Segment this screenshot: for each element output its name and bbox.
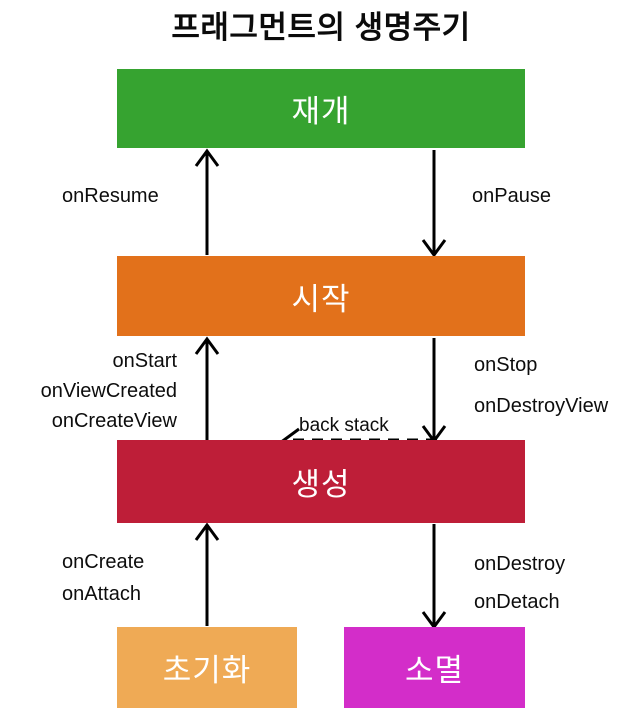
edge-label-resume: onResume <box>62 184 159 208</box>
arrow-create-up-icon <box>194 522 220 626</box>
edge-label-line: onDestroyView <box>474 395 609 417</box>
edge-label-destroy: onDestroy onDetach <box>474 545 565 621</box>
edge-label-line: onResume <box>62 185 159 207</box>
state-label-created: 생성 <box>291 467 351 502</box>
diagram-title: 프래그먼트의 생명주기 <box>171 10 471 45</box>
edge-label-line: onStop <box>474 354 538 376</box>
edge-label-create: onCreate onAttach <box>62 546 144 610</box>
edge-label-line: onCreate <box>62 551 145 573</box>
edge-label-line: onAttach <box>62 583 141 605</box>
state-label-resumed: 재개 <box>291 94 351 129</box>
state-box-resumed: 재개 <box>117 69 525 148</box>
edge-label-line: onPause <box>472 185 551 207</box>
edge-label-back-stack: back stack <box>299 415 389 437</box>
arrow-pause-down-icon <box>421 150 447 258</box>
state-label-initialized: 초기화 <box>162 653 252 688</box>
state-box-initialized: 초기화 <box>117 627 297 708</box>
edge-label-pause: onPause <box>472 184 551 208</box>
state-box-started: 시작 <box>117 256 525 336</box>
arrow-resume-up-icon <box>194 148 220 255</box>
arrow-start-up-icon <box>194 336 220 440</box>
arrow-destroy-down-icon <box>421 524 447 630</box>
state-label-destroyed: 소멸 <box>404 653 465 688</box>
edge-label-line: onViewCreated <box>40 380 177 402</box>
edge-label-start: onStart onViewCreated onCreateView <box>0 346 177 436</box>
state-label-started: 시작 <box>291 281 351 317</box>
arrow-stop-down-icon <box>421 338 447 444</box>
edge-label-line: onCreateView <box>51 410 177 432</box>
edge-label-line: onStart <box>112 350 177 372</box>
edge-label-line: back stack <box>299 415 389 436</box>
state-box-created: 생성 <box>117 440 525 523</box>
state-box-destroyed: 소멸 <box>344 627 525 708</box>
edge-label-line: onDetach <box>474 591 560 613</box>
edge-label-stop: onStop onDestroyView <box>474 345 608 427</box>
edge-label-line: onDestroy <box>474 553 566 575</box>
